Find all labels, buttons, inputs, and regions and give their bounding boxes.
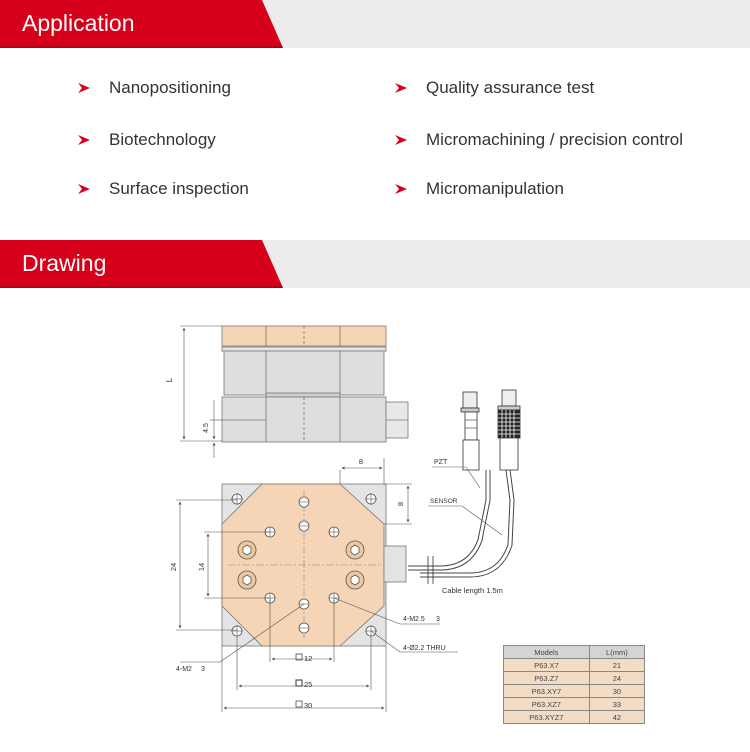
table-cell-length: 42 <box>588 710 646 724</box>
table-cell-length: 21 <box>588 658 646 672</box>
thru-label: 4-Ø2.2 THRU <box>403 645 446 652</box>
cable-assembly <box>408 389 521 584</box>
table-row: P63.Z7 24 <box>503 671 646 685</box>
list-item-label: Quality assurance test <box>426 78 595 97</box>
application-title: Application <box>22 10 135 36</box>
application-header: Application <box>0 0 750 48</box>
pzt-label: PZT <box>434 459 448 466</box>
list-item-label: Micromanipulation <box>426 179 564 198</box>
cable-length-label: Cable length 1.5m <box>442 586 503 595</box>
dim-label-L: L <box>165 377 174 382</box>
arrow-bullet-icon <box>78 184 90 194</box>
m25-depth-label: 3 <box>436 616 440 623</box>
table-header-length: L(mm) <box>588 645 646 659</box>
arrow-bullet-icon <box>395 135 407 145</box>
side-view <box>221 325 409 443</box>
list-item-label: Micromachining / precision control <box>426 130 683 149</box>
dim-label-8-top: 8 <box>359 457 363 466</box>
table-row: P63.X7 21 <box>503 658 646 672</box>
models-table: Models L(mm) P63.X7 21 P63.Z7 24 P63.XY7… <box>503 645 646 724</box>
technical-drawing: L 4.5 PZT SENSOR <box>165 325 521 712</box>
dim-label-14: 14 <box>197 563 206 571</box>
dim-label-24: 24 <box>169 563 178 571</box>
dim-label-4-5: 4.5 <box>203 423 210 433</box>
table-cell-length: 30 <box>588 684 646 698</box>
table-cell-length: 33 <box>588 697 646 711</box>
list-item-label: Surface inspection <box>109 179 249 198</box>
m2-label: 4-M2 <box>176 666 192 673</box>
list-item-label: Biotechnology <box>109 130 216 149</box>
arrow-bullet-icon <box>78 83 90 93</box>
sensor-label: SENSOR <box>430 498 458 505</box>
table-cell-model: P63.Z7 <box>503 671 590 685</box>
application-header-tab <box>0 0 283 48</box>
drawing-header-tab <box>0 240 283 288</box>
dim-label-8-side: 8 <box>396 502 405 506</box>
arrow-bullet-icon <box>78 135 90 145</box>
table-row: P63.XY7 30 <box>503 684 646 698</box>
dim-label-12: 12 <box>304 654 312 663</box>
arrow-bullet-icon <box>395 184 407 194</box>
dim-label-30: 30 <box>304 701 312 710</box>
top-view <box>221 483 407 647</box>
m2-depth-label: 3 <box>201 666 205 673</box>
application-list: Nanopositioning Quality assurance test B… <box>0 48 750 240</box>
table-row: P63.XZ7 33 <box>503 697 646 711</box>
table-header-row: Models L(mm) <box>503 645 646 659</box>
table-cell-model: P63.XZ7 <box>503 697 590 711</box>
table-cell-length: 24 <box>588 671 646 685</box>
list-item-label: Nanopositioning <box>109 78 231 97</box>
table-header-models: Models <box>503 645 590 659</box>
table-cell-model: P63.XYZ7 <box>503 710 590 724</box>
table-cell-model: P63.X7 <box>503 658 590 672</box>
dim-label-25: 25 <box>304 680 312 689</box>
arrow-bullet-icon <box>395 83 407 93</box>
table-cell-model: P63.XY7 <box>503 684 590 698</box>
table-row: P63.XYZ7 42 <box>503 710 646 724</box>
drawing-header: Drawing <box>0 240 750 288</box>
drawing-title: Drawing <box>22 250 107 276</box>
m25-label: 4-M2.5 <box>403 616 425 623</box>
